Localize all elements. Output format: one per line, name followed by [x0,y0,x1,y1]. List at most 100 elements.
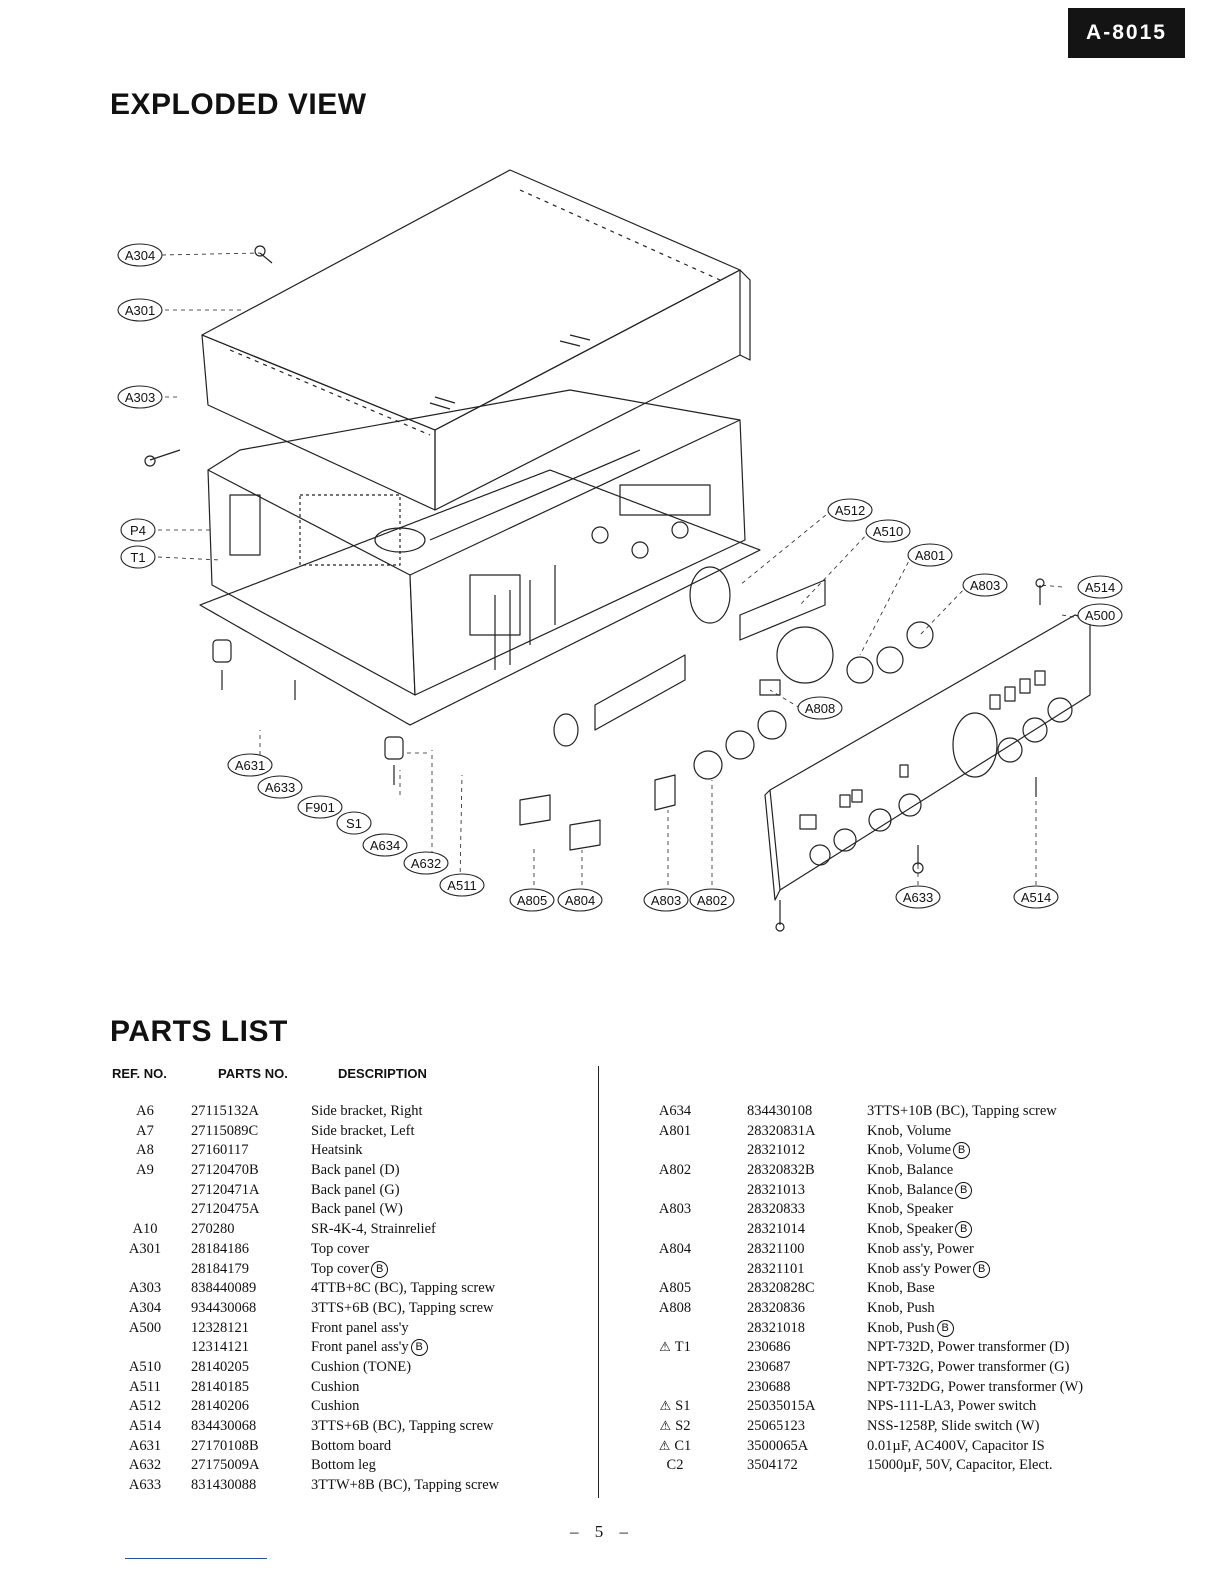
callout-label: A804 [565,893,595,908]
callout-label: A803 [970,578,1000,593]
description-text: 3TTS+6B (BC), Tapping screw [311,1299,494,1316]
ref-no: A633 [110,1477,180,1494]
ref-no: A8 [110,1142,180,1159]
callout-bubble: A632 [403,851,449,875]
description-text: Heatsink [311,1142,363,1159]
description-text: Front panel ass'y [311,1339,409,1356]
ref-no: A634 [625,1103,725,1120]
callout-bubble: A510 [865,519,911,543]
parts-no: 12314121 [191,1339,249,1356]
callout-bubble: A303 [117,385,163,409]
parts-no: 28320831A [747,1122,816,1139]
parts-no: 28321014 [747,1221,805,1238]
description: Knob, Volume [867,1123,951,1140]
callout-label: A304 [125,248,155,263]
parts-no: 28321018 [747,1319,805,1336]
parts-no: 934430068 [191,1299,257,1316]
callout-bubble: A511 [439,873,485,897]
callout-bubble: T1 [120,545,156,569]
description: Cushion (TONE) [311,1359,411,1376]
ref-no-text: A633 [128,1477,162,1494]
callout-label: A808 [805,701,835,716]
variant-mark: B [955,1181,973,1199]
description: SR-4K-4, Strainrelief [311,1221,436,1238]
description: Knob, Base [867,1280,935,1297]
description: Knob, Speaker [867,1201,953,1218]
variant-mark: B [973,1260,991,1278]
ref-no-text: A804 [658,1240,692,1257]
ref-no: ⚠C1 [625,1438,725,1455]
description-text: NPS-111-LA3, Power switch [867,1398,1037,1415]
callout-label: A633 [903,890,933,905]
ref-no-text: A801 [658,1122,692,1139]
ref-no: A301 [110,1241,180,1258]
callout-bubble: A512 [827,498,873,522]
callout-label: A511 [447,878,476,893]
description: Back panel (W) [311,1201,403,1218]
description: Knob ass'y, Power [867,1241,974,1258]
ref-no: A514 [110,1418,180,1435]
parts-no: 28320836 [747,1299,805,1316]
parts-no: 28320833 [747,1201,805,1218]
parts-no: 28321101 [747,1260,805,1277]
callout-label: A631 [235,758,265,773]
description: 3TTW+8B (BC), Tapping screw [311,1477,499,1494]
callout-label: A803 [651,893,681,908]
parts-no: 831430088 [191,1477,257,1494]
parts-no: 27170108B [191,1437,259,1454]
description-text: NPT-732D, Power transformer (D) [867,1339,1070,1356]
callout-label: A512 [835,503,865,518]
parts-row: A801 28320831A Knob, Volume [625,1123,1145,1143]
description-text: Knob, Balance [867,1181,954,1198]
parts-list-title: PARTS LIST [110,1015,288,1048]
page-number: – 5 – [570,1522,634,1541]
description-text: Cushion (TONE) [311,1358,412,1375]
ref-no-text: S1 [675,1398,691,1415]
callout-label: T1 [130,550,145,565]
header-ref-no: REF. NO. [112,1066,167,1081]
description-text: Top cover [311,1240,370,1257]
ref-no-text: A808 [658,1299,692,1316]
ref-no-text: T1 [674,1339,691,1356]
parts-no: 3504172 [747,1457,798,1474]
variant-mark: B [955,1221,973,1239]
ref-no: ⚠S2 [625,1418,725,1435]
parts-row: A633 831430088 3TTW+8B (BC), Tapping screw [110,1477,580,1497]
parts-no: 27115132A [191,1103,259,1119]
parts-no: 27175009A [191,1457,260,1474]
parts-no: 25035015A [747,1398,816,1415]
description: NPS-111-LA3, Power switch [867,1398,1036,1415]
description-text: Knob, Push [867,1319,935,1336]
variant-mark: B [410,1339,428,1357]
parts-no: 25065123 [747,1418,805,1434]
description: NSS-1258P, Slide switch (W) [867,1418,1039,1435]
ref-no: A632 [110,1457,180,1474]
parts-no: 28140185 [191,1378,249,1395]
ref-no-text: A303 [128,1280,162,1297]
description: Side bracket, Left [311,1123,414,1140]
top-cover-drawing [201,169,751,511]
parts-no: 28184179 [191,1260,249,1277]
parts-no: 27120471A [191,1181,260,1198]
ref-no-text: A514 [128,1418,162,1434]
description-text: Knob, Push [867,1299,935,1316]
callout-bubble: A500 [1077,603,1123,627]
description: Heatsink [311,1142,363,1159]
description: Knob, Balance [867,1162,953,1179]
parts-no: 270280 [191,1221,235,1238]
footer-rule [125,1558,267,1559]
description: Back panel (D) [311,1162,400,1179]
